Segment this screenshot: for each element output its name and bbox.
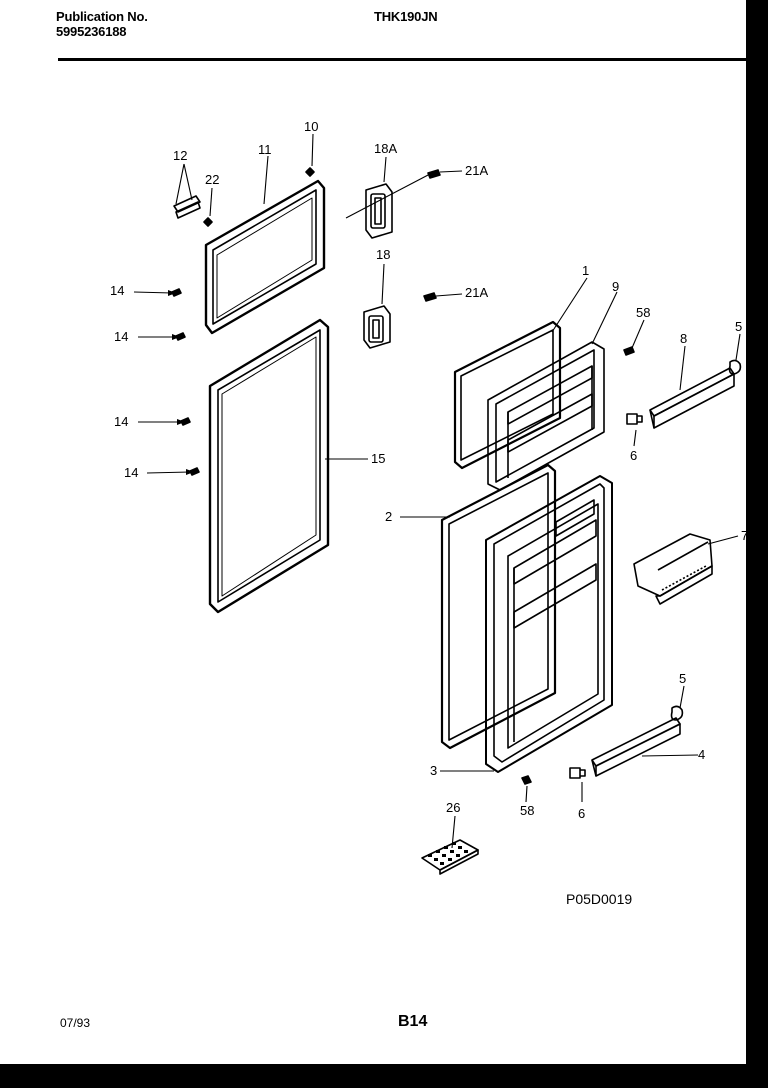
callout-6-lower: 6 [578,806,585,821]
screw-part-21a-upper [427,169,441,179]
leader-arrowheads [168,290,194,475]
screw-part-14-d [189,467,200,476]
callout-4: 4 [698,747,705,762]
callout-58-upper: 58 [636,305,650,320]
callout-21a-lower: 21A [465,285,488,300]
screw-part-14-b [175,332,186,341]
dairy-door-part-7 [633,533,713,605]
freezer-liner-part-9 [487,341,605,491]
hinge-part-18 [363,305,391,349]
screw-part-58-lower [521,775,532,785]
callout-26: 26 [446,800,460,815]
screw-part-58-upper [623,346,635,356]
fresh-food-gasket-part-15 [208,318,330,614]
header-rule [58,58,746,61]
callout-18: 18 [376,247,390,262]
publication-number: 5995236188 [56,24,127,39]
callout-3: 3 [430,763,437,778]
screw-part-22 [203,217,213,227]
egg-tray-part-26 [421,839,479,875]
callout-14-a: 14 [110,283,124,298]
callout-1: 1 [582,263,589,278]
handle-part-8 [649,367,735,429]
model-number: THK190JN [374,9,438,24]
callout-2: 2 [385,509,392,524]
callout-9: 9 [612,279,619,294]
callout-15: 15 [371,451,385,466]
handle-part-4 [591,717,681,777]
screw-part-14-a [171,288,182,297]
callout-21a-upper: 21A [465,163,488,178]
footer-date: 07/93 [60,1016,91,1030]
callout-5-upper: 5 [735,319,742,334]
publication-label: Publication No. [56,9,148,24]
callout-58-lower: 58 [520,803,534,818]
handle-cap-part-6-lower [569,767,586,779]
callout-12: 12 [173,148,187,163]
callout-8: 8 [680,331,687,346]
screw-part-14-c [180,417,191,426]
exploded-door-diagram: 10 11 12 22 18A 21A 18 21A 14 14 14 14 1… [110,119,746,875]
callout-22: 22 [205,172,219,187]
callout-11: 11 [258,142,272,157]
callout-14-b: 14 [114,329,128,344]
callout-labels: 10 11 12 22 18A 21A 18 21A 14 14 14 14 1… [110,119,746,821]
screw-part-10 [305,167,315,177]
screw-part-21a-lower [423,292,437,302]
callout-6-upper: 6 [630,448,637,463]
callout-14-d: 14 [124,465,138,480]
end-cap-part-5-lower [670,705,684,721]
fresh-food-liner-part-3 [485,475,613,773]
leader-lines [133,133,741,849]
fresh-food-gasket-part-2 [440,463,557,750]
diagram-id: P05D0019 [566,891,633,907]
callout-14-c: 14 [114,414,128,429]
hinge-part-18a [365,183,393,239]
callout-7: 7 [741,528,746,543]
handle-cap-part-6-upper [626,413,643,425]
freezer-gasket-part-1 [453,320,562,470]
freezer-gasket-part-11 [204,179,326,335]
callout-5-lower: 5 [679,671,686,686]
callout-10: 10 [304,119,318,134]
hinge-cover-part-12 [173,195,201,219]
callout-18a: 18A [374,141,397,156]
end-cap-part-5-upper [728,359,742,375]
page-number: B14 [398,1013,428,1030]
